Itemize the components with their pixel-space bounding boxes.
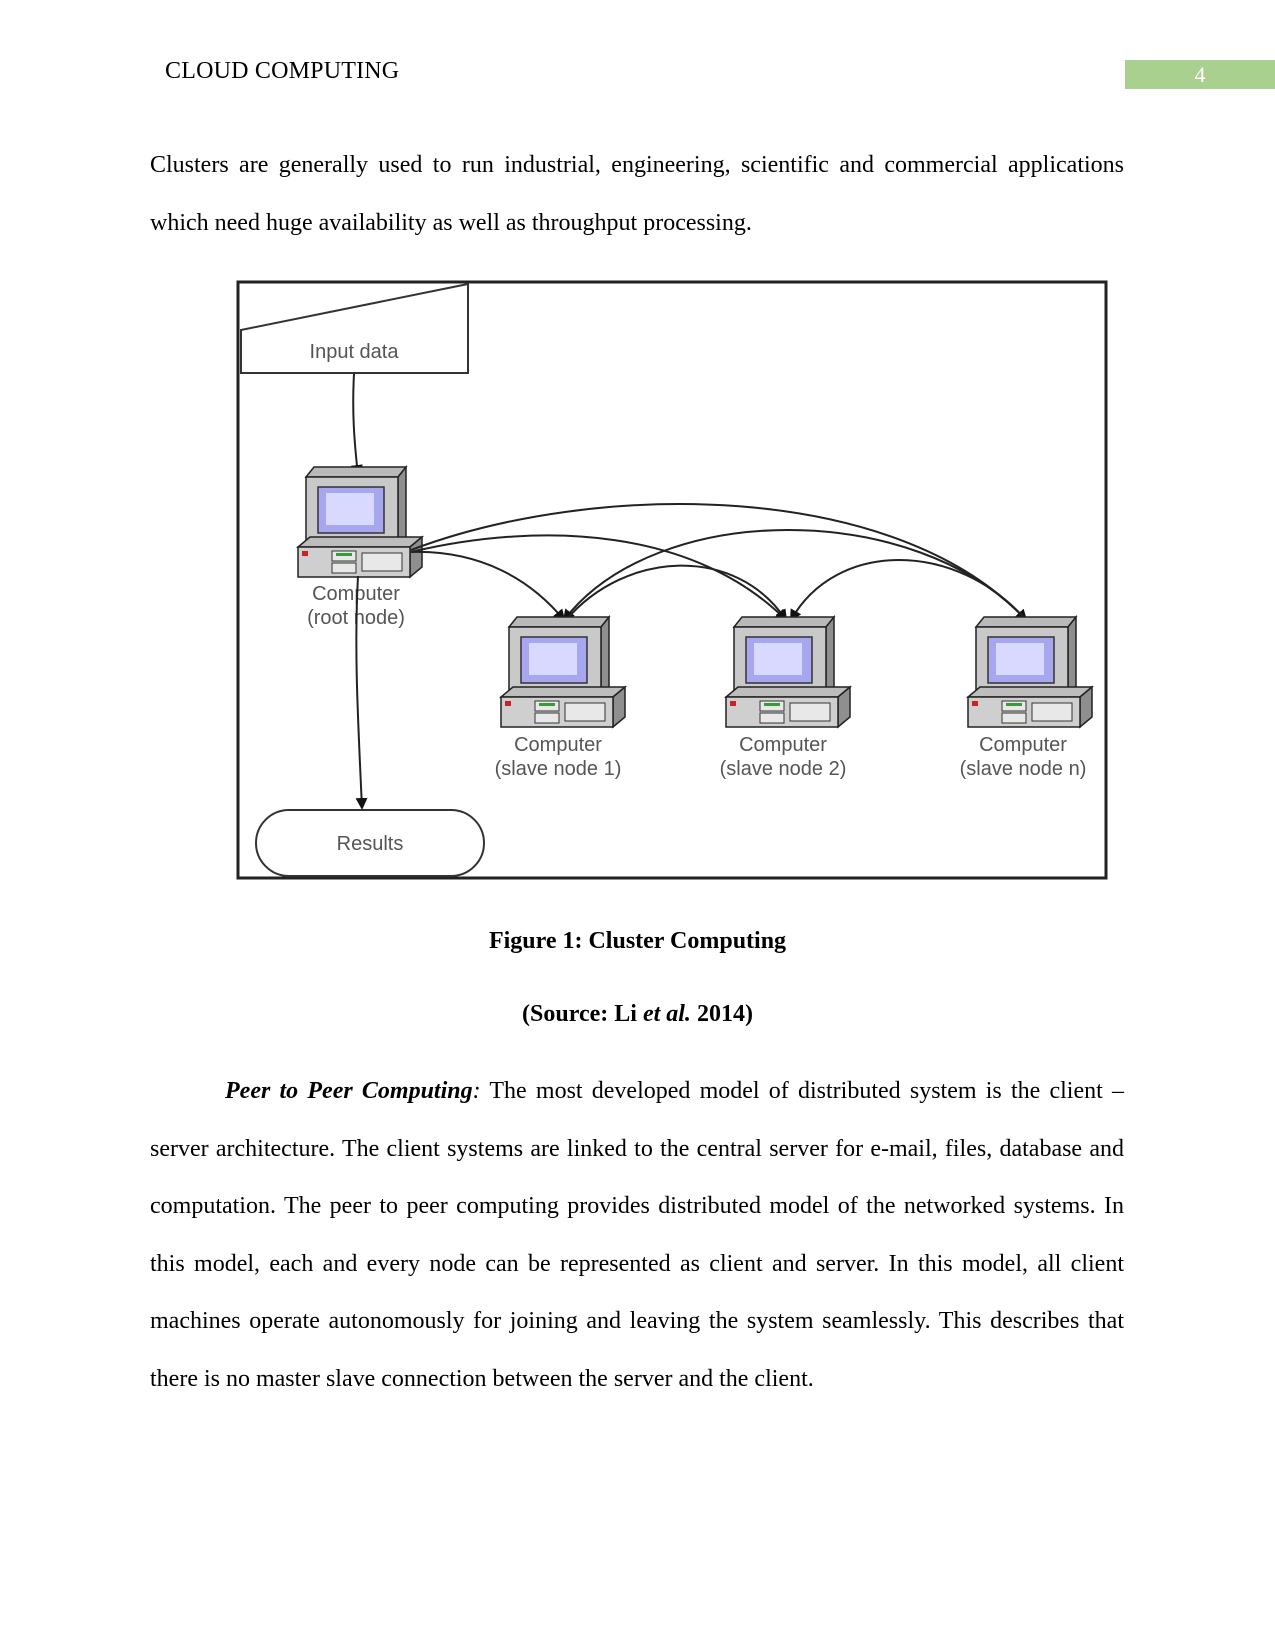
figure-source: (Source: Li et al. 2014) (0, 1001, 1275, 1028)
slave-node-2-label-line2: (slave node 2) (720, 758, 847, 780)
results-label: Results (337, 833, 404, 855)
peer-to-peer-paragraph: Peer to Peer Computing: The most develop… (150, 1063, 1124, 1408)
root-node-label-line1: Computer (312, 583, 400, 605)
intro-paragraph: Clusters are generally used to run indus… (150, 152, 1124, 236)
slave-node-n-label-line1: Computer (979, 734, 1067, 756)
figure-frame (236, 280, 1108, 880)
slave-node-1-label-line2: (slave node 1) (495, 758, 622, 780)
input-data-label: Input data (310, 341, 400, 363)
slave-node-n-label-line2: (slave node n) (960, 758, 1087, 780)
root-node-computer-icon (297, 466, 423, 578)
slave-node-n-computer-icon (967, 616, 1093, 728)
slave-node-2-label-line1: Computer (739, 734, 827, 756)
page-number: 4 (1125, 60, 1275, 89)
figure-source-prefix: (Source: Li (522, 1001, 643, 1027)
header-title: CLOUD COMPUTING (165, 58, 400, 84)
p2p-colon: : (472, 1078, 481, 1104)
slave-node-2-computer-icon (725, 616, 851, 728)
results-shape: Results (255, 809, 485, 877)
input-data-shape: Input data (240, 282, 469, 374)
figure-source-suffix: 2014) (690, 1001, 753, 1027)
figure-source-italic: et al. (642, 1001, 691, 1027)
slave-node-1-computer-icon (500, 616, 626, 728)
slave-node-1-label-line1: Computer (514, 734, 602, 756)
p2p-lead: Peer to Peer Computing (225, 1078, 473, 1104)
figure-caption: Figure 1: Cluster Computing (488, 928, 787, 954)
cluster-computing-figure: Input data Computer (root node) Computer… (236, 280, 1108, 880)
p2p-body: The most developed model of distributed … (150, 1078, 1125, 1392)
